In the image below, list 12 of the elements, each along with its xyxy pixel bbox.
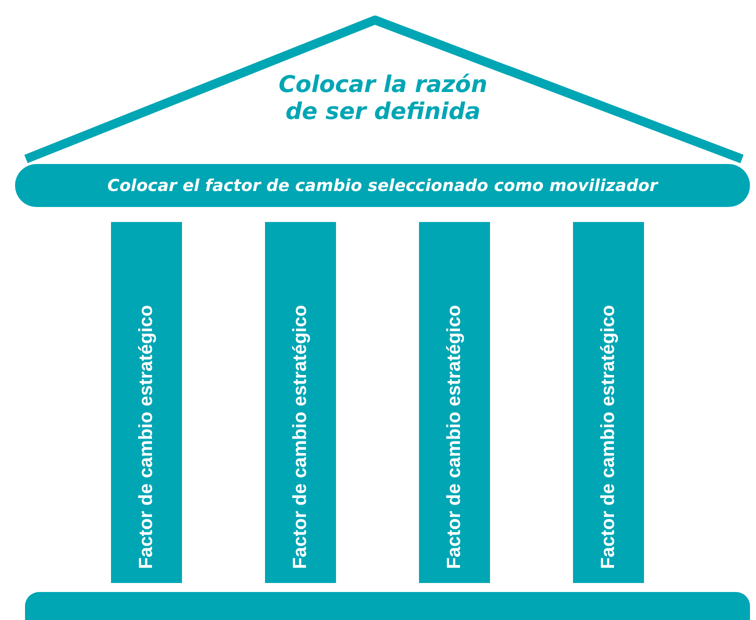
pillar: [111, 222, 182, 583]
pillar: [419, 222, 490, 583]
band-label: Colocar el factor de cambio seleccionado como movilizador: [107, 176, 658, 195]
base-bar: [25, 592, 750, 620]
roof-title: Colocar la razón de ser definida: [278, 72, 488, 126]
pillar-label: Factor de cambio estratégico: [136, 305, 158, 569]
pillar-label: Factor de cambio estratégico: [444, 305, 466, 569]
roof-band: [15, 164, 750, 207]
pillar-label: Factor de cambio estratégico: [598, 305, 620, 569]
pillar: [573, 222, 644, 583]
pillar-label: Factor de cambio estratégico: [290, 305, 312, 569]
pillar: [265, 222, 336, 583]
